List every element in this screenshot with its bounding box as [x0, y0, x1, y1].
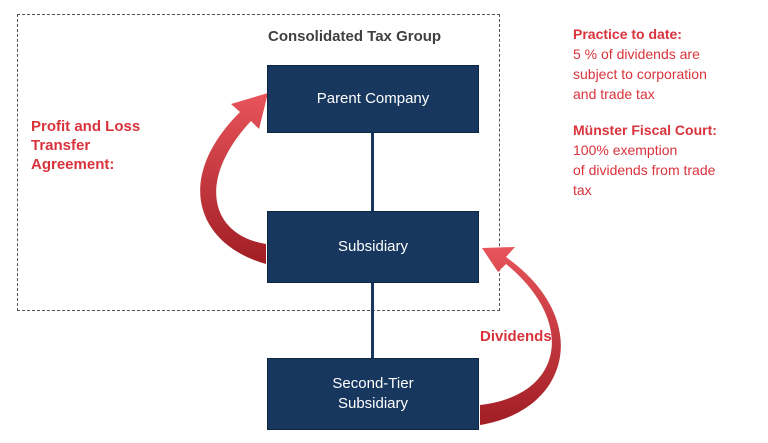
connector-subsidiary-second-tier [371, 283, 374, 358]
subsidiary-box: Subsidiary [267, 211, 479, 283]
notes-spacer [573, 104, 763, 120]
practice-body: 5 % of dividends are subject to corporat… [573, 46, 707, 102]
notes-panel: Practice to date: 5 % of dividends are s… [573, 24, 763, 200]
connector-parent-subsidiary [371, 133, 374, 211]
parent-company-box: Parent Company [267, 65, 479, 133]
court-body: 100% exemption of dividends from trade t… [573, 142, 716, 198]
court-heading: Münster Fiscal Court: [573, 122, 717, 138]
profit-loss-arrow [200, 93, 268, 264]
second-tier-subsidiary-label: Second-Tier Subsidiary [332, 374, 414, 412]
profit-loss-transfer-label: Profit and Loss Transfer Agreement: [31, 118, 141, 173]
practice-heading: Practice to date: [573, 26, 682, 42]
group-title: Consolidated Tax Group [268, 28, 442, 45]
subsidiary-label: Subsidiary [337, 237, 409, 255]
dividends-arrow [480, 247, 561, 425]
parent-company-label: Parent Company [316, 89, 430, 107]
second-tier-subsidiary-box: Second-Tier Subsidiary [267, 358, 479, 430]
consolidated-tax-group-box [17, 14, 500, 311]
dividends-label: Dividends [480, 328, 552, 345]
